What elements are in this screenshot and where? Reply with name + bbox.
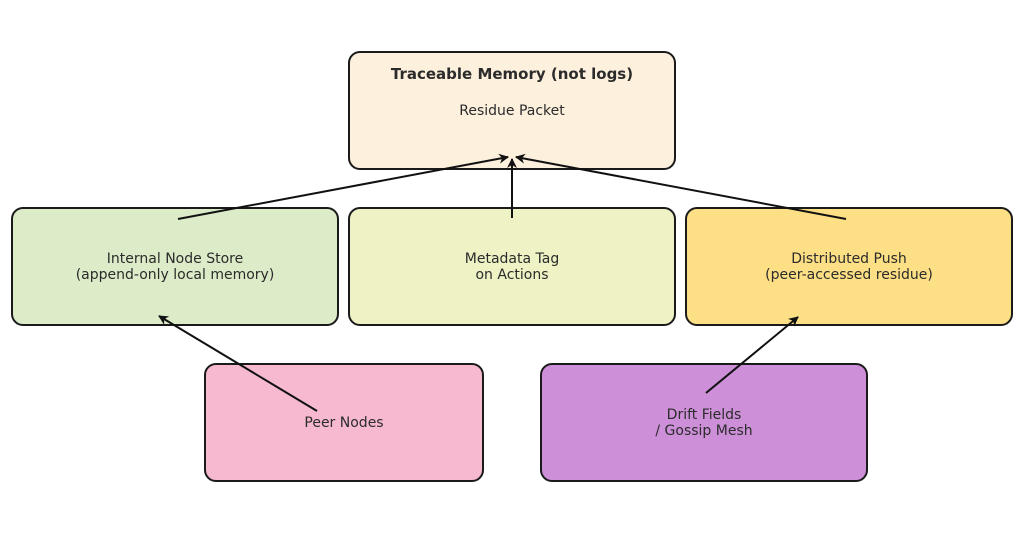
drift-fields-label: Drift Fields: [666, 406, 742, 423]
residue-packet-subtitle: Residue Packet: [459, 103, 565, 119]
distributed-push-node: Distributed Push (peer-accessed residue): [685, 207, 1013, 326]
internal-node-store-sublabel: (append-only local memory): [75, 266, 275, 283]
drift-fields-node: Drift Fields / Gossip Mesh: [540, 363, 868, 482]
peer-nodes-node: Peer Nodes: [204, 363, 484, 482]
drift-fields-sublabel: / Gossip Mesh: [655, 422, 753, 439]
distributed-push-label: Distributed Push: [791, 250, 907, 267]
metadata-tag-sublabel: on Actions: [475, 266, 549, 283]
residue-packet-title: Traceable Memory (not logs): [390, 65, 634, 83]
residue-packet-node: Traceable Memory (not logs) Residue Pack…: [348, 51, 676, 170]
metadata-tag-label: Metadata Tag: [464, 250, 560, 267]
internal-node-store-label: Internal Node Store: [106, 250, 244, 267]
internal-node-store-node: Internal Node Store (append-only local m…: [11, 207, 339, 326]
peer-nodes-label: Peer Nodes: [304, 414, 384, 431]
distributed-push-sublabel: (peer-accessed residue): [765, 266, 933, 283]
metadata-tag-node: Metadata Tag on Actions: [348, 207, 676, 326]
